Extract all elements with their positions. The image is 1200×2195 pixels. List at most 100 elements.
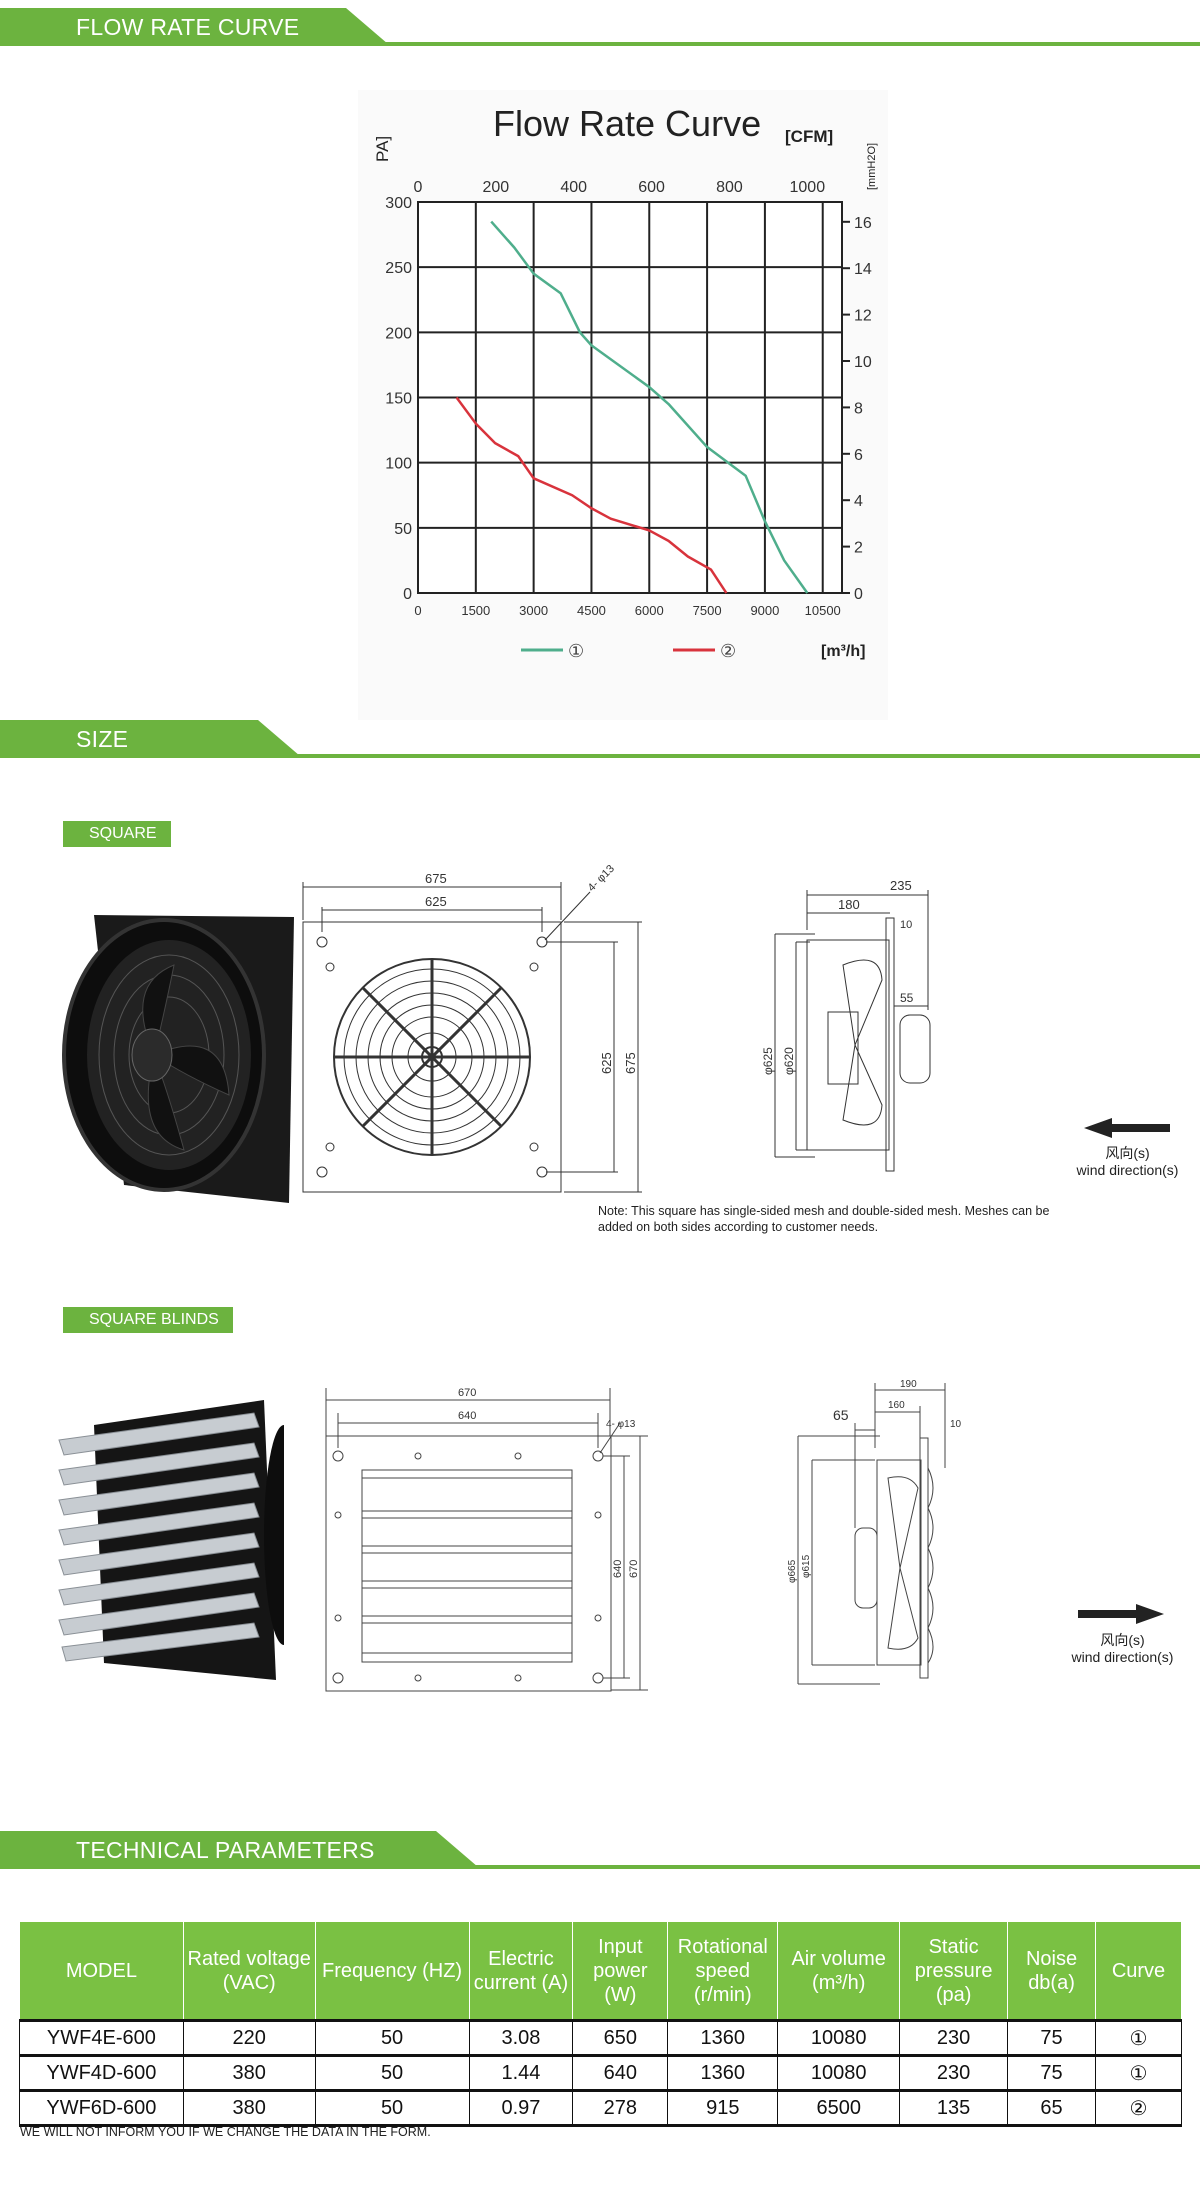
square-front-drawing: 675 625 4- φ13 625 675 bbox=[302, 863, 642, 1193]
blinds-front-drawing: 670 640 4- φ13 640 670 bbox=[325, 1387, 648, 1692]
right-tick-label: 12 bbox=[854, 308, 872, 325]
dim-flange: 10 bbox=[950, 1419, 962, 1430]
right-tick-label: 2 bbox=[854, 540, 863, 557]
dim-width-outer: 670 bbox=[458, 1387, 476, 1399]
table-cell: 10080 bbox=[777, 2055, 901, 2092]
chart-title: Flow Rate Curve bbox=[493, 103, 761, 144]
y-tick-label: 100 bbox=[385, 456, 412, 473]
table-cell: 3.08 bbox=[468, 2020, 574, 2057]
x-tick-label: 1500 bbox=[461, 603, 490, 618]
right-tick-label: 4 bbox=[854, 493, 863, 510]
dim-diameter-outer: φ665 bbox=[787, 1559, 798, 1583]
section-header-flow-rate: FLOW RATE CURVE bbox=[0, 8, 1200, 48]
table-cell: 10080 bbox=[777, 2020, 901, 2057]
dim-height-outer: 670 bbox=[628, 1560, 640, 1578]
table-cell: 1360 bbox=[667, 2020, 779, 2057]
wind-direction-left-arrow-icon bbox=[1084, 1118, 1170, 1138]
dim-depth-body: 160 bbox=[888, 1400, 905, 1411]
table-cell: 50 bbox=[314, 2020, 470, 2057]
column-header: Static pressure (pa) bbox=[899, 1921, 1009, 2022]
table-cell: 6500 bbox=[777, 2090, 901, 2127]
dim-holes: 4- φ13 bbox=[586, 863, 617, 894]
table-cell: YWF6D-600 bbox=[19, 2090, 184, 2127]
x-tick-label: 6000 bbox=[635, 603, 664, 618]
column-header: MODEL bbox=[19, 1921, 184, 2022]
blinds-fan-photo bbox=[58, 1400, 284, 1680]
wind-label-cn: 风向(s) bbox=[1105, 1145, 1150, 1161]
top-tick-label: 800 bbox=[716, 179, 743, 196]
table-cell: 230 bbox=[899, 2055, 1009, 2092]
legend-label-1: ① bbox=[568, 641, 584, 661]
right-tick-label: 0 bbox=[854, 586, 863, 603]
table-cell: 65 bbox=[1007, 2090, 1096, 2127]
table-footnote: WE WILL NOT INFORM YOU IF WE CHANGE THE … bbox=[20, 2125, 431, 2139]
table-cell: YWF4E-600 bbox=[19, 2020, 184, 2057]
wind-label-cn: 风向(s) bbox=[1100, 1632, 1145, 1648]
square-fan-photo bbox=[62, 915, 294, 1203]
table-cell: 1360 bbox=[667, 2055, 779, 2092]
x-tick-label: 9000 bbox=[750, 603, 779, 618]
table-cell: 50 bbox=[314, 2090, 470, 2127]
dim-height-outer: 675 bbox=[623, 1052, 638, 1074]
curve-2 bbox=[455, 396, 728, 594]
dim-width-inner: 640 bbox=[458, 1410, 476, 1422]
dim-height-inner: 625 bbox=[599, 1052, 614, 1074]
column-header: Air volume (m³/h) bbox=[777, 1921, 901, 2022]
column-header: Curve bbox=[1095, 1921, 1182, 2022]
divider bbox=[0, 42, 1200, 46]
y-tick-label: 50 bbox=[394, 521, 412, 538]
table-cell: 1.44 bbox=[468, 2055, 574, 2092]
section-header-technical: TECHNICAL PARAMETERS bbox=[0, 1831, 1200, 1871]
top-tick-label: 400 bbox=[560, 179, 587, 196]
table-cell: 380 bbox=[182, 2055, 316, 2092]
table-cell: ① bbox=[1095, 2020, 1182, 2057]
divider bbox=[0, 1865, 1200, 1869]
x-tick-label: 7500 bbox=[693, 603, 722, 618]
section-title: TECHNICAL PARAMETERS bbox=[76, 1837, 375, 1863]
column-header: Noise db(a) bbox=[1007, 1921, 1096, 2022]
dim-depth-total: 190 bbox=[900, 1379, 917, 1390]
wind-label-en: wind direction(s) bbox=[1076, 1162, 1179, 1178]
right-axis-label: [mmH2O] bbox=[866, 143, 878, 190]
section-tab: FLOW RATE CURVE bbox=[0, 8, 388, 44]
right-tick-label: 10 bbox=[854, 354, 872, 371]
section-header-size: SIZE bbox=[0, 720, 1200, 760]
y-tick-label: 0 bbox=[403, 586, 412, 603]
top-tick-label: 1000 bbox=[790, 179, 826, 196]
top-tick-label: 0 bbox=[414, 179, 423, 196]
dim-depth-total: 235 bbox=[890, 878, 912, 893]
wind-direction-right-arrow-icon bbox=[1078, 1604, 1164, 1624]
x-tick-label: 4500 bbox=[577, 603, 606, 618]
table-cell: 650 bbox=[572, 2020, 669, 2057]
dim-diameter-inner: φ615 bbox=[801, 1554, 812, 1578]
dim-diameter-outer: φ625 bbox=[761, 1047, 775, 1075]
wind-direction-label: 风向(s) wind direction(s) bbox=[1060, 1145, 1195, 1179]
curve-1 bbox=[490, 220, 809, 594]
y-tick-label: 250 bbox=[385, 260, 412, 277]
blinds-side-drawing: 190 160 10 65 φ665 φ615 bbox=[787, 1379, 962, 1685]
label-square-blinds: SQUARE BLINDS bbox=[63, 1307, 233, 1333]
table-cell: YWF4D-600 bbox=[19, 2055, 184, 2092]
section-tab: TECHNICAL PARAMETERS bbox=[0, 1831, 478, 1867]
column-header: Input power (W) bbox=[572, 1921, 669, 2022]
dim-width-inner: 625 bbox=[425, 894, 447, 909]
table-cell: ② bbox=[1095, 2090, 1182, 2127]
right-tick-label: 16 bbox=[854, 215, 872, 232]
dim-motor: 55 bbox=[900, 991, 914, 1005]
table-cell: ① bbox=[1095, 2055, 1182, 2092]
table-cell: 380 bbox=[182, 2090, 316, 2127]
wind-label-en: wind direction(s) bbox=[1071, 1649, 1174, 1665]
table-cell: 640 bbox=[572, 2055, 669, 2092]
dim-motor: 65 bbox=[833, 1407, 849, 1423]
table-cell: 50 bbox=[314, 2055, 470, 2092]
dim-flange: 10 bbox=[900, 919, 912, 931]
x-axis-label: [m³/h] bbox=[821, 643, 865, 660]
label-square: SQUARE bbox=[63, 821, 171, 847]
top-tick-label: 200 bbox=[483, 179, 510, 196]
y-tick-label: 300 bbox=[385, 195, 412, 212]
table-cell: 0.97 bbox=[468, 2090, 574, 2127]
column-header: Rotational speed (r/min) bbox=[667, 1921, 779, 2022]
